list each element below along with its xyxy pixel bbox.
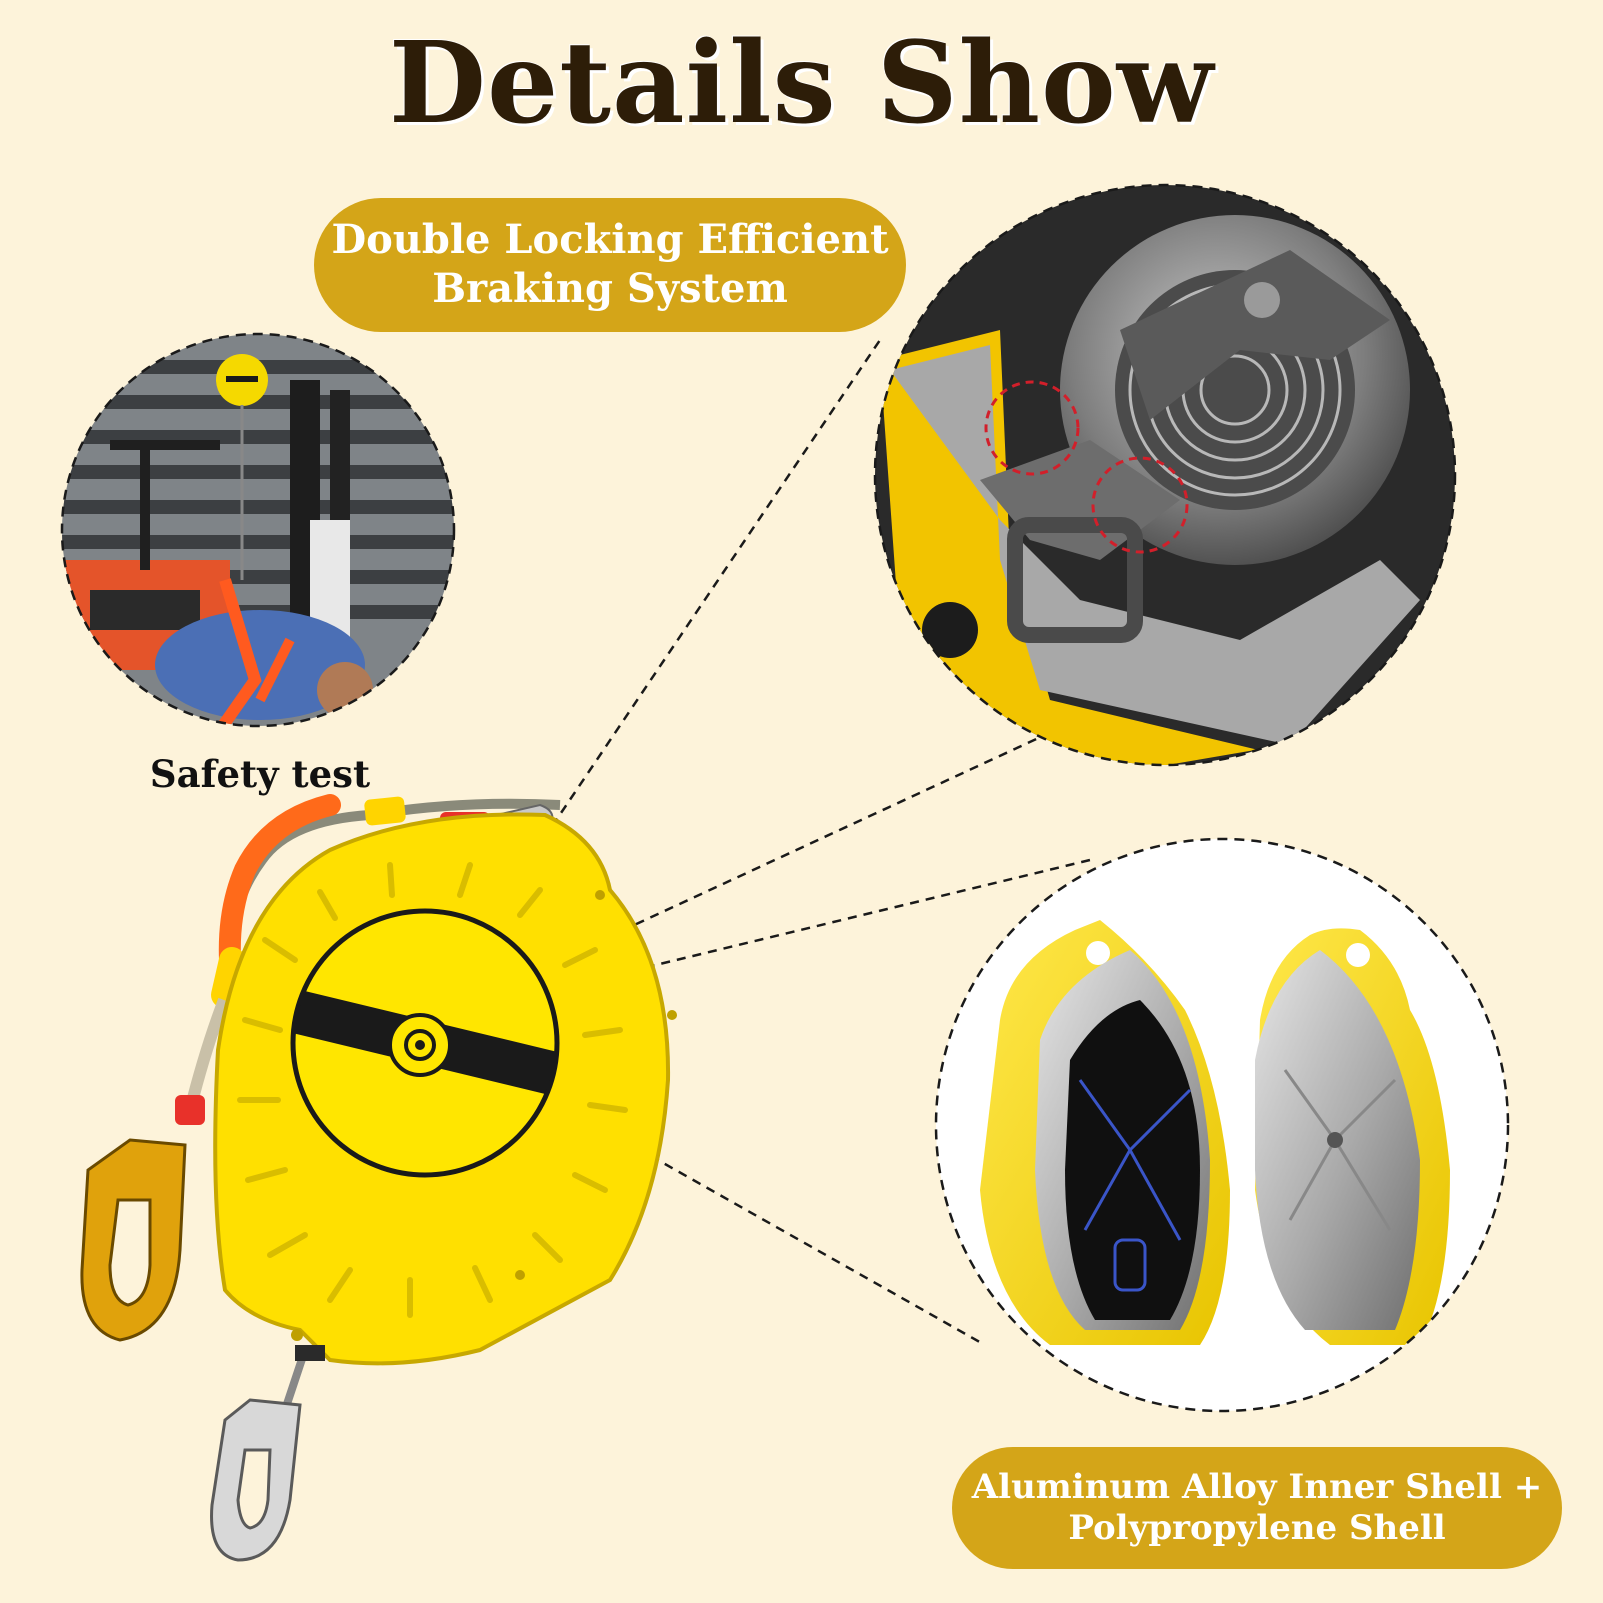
page-title: Details Show [388,18,1215,149]
braking-callout-line-2: Braking System [432,265,788,312]
braking-detail-photo [873,183,1457,767]
shell-callout-line-1: Aluminum Alloy Inner Shell + [971,1466,1543,1507]
lock-point-marker-1 [984,380,1080,476]
lifeline-device [80,794,677,1562]
shell-detail-photo [934,837,1510,1413]
safety-test-caption: Safety test [149,752,371,796]
safety-test-photo [60,332,456,728]
braking-system-callout: Double Locking Efficient Braking System [314,198,906,332]
shell-callout-line-2: Polypropylene Shell [1068,1508,1446,1548]
braking-callout-line-1: Double Locking Efficient [331,216,889,264]
shell-material-callout: Aluminum Alloy Inner Shell + Polypropyle… [952,1447,1562,1569]
lock-point-marker-2 [1091,456,1189,554]
